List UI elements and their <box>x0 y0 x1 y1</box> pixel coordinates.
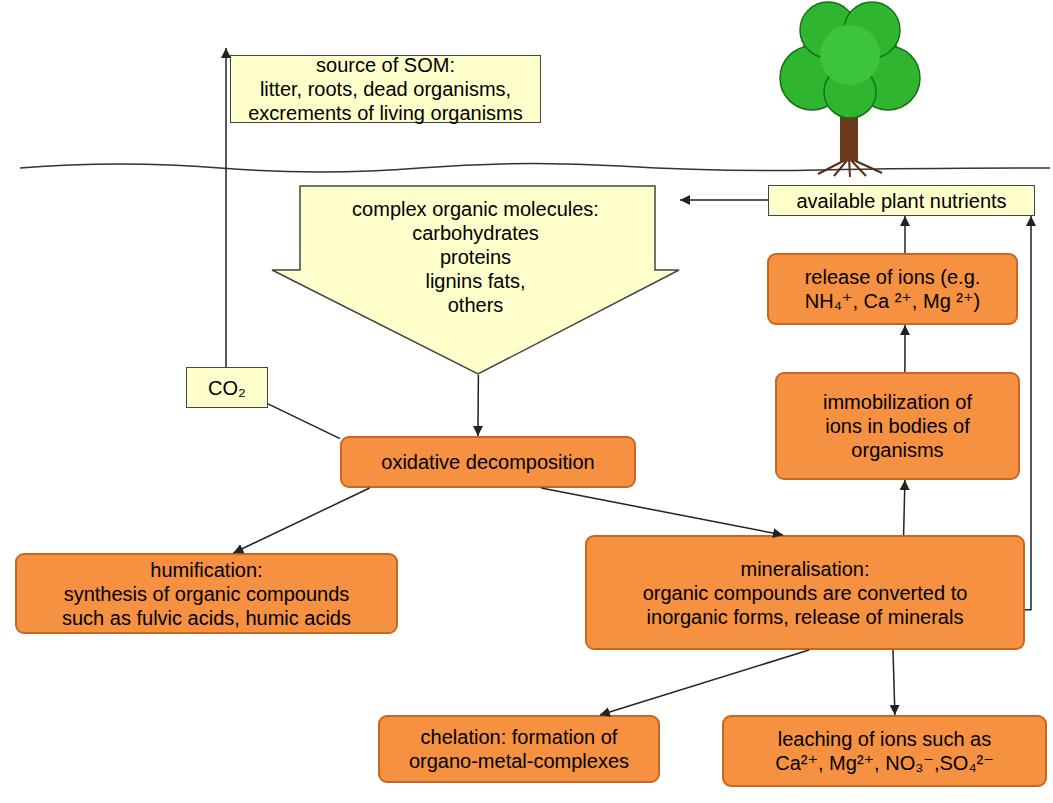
co2-release-arrow <box>225 48 227 367</box>
process-box: chelation: formation of organo-metal-com… <box>378 715 660 783</box>
node-text: organic compounds are converted to inorg… <box>630 581 980 629</box>
node-text: immobilization of ions in bodies of orga… <box>823 390 973 462</box>
node-text: oxidative decomposition <box>381 450 594 474</box>
arrow-polygon <box>272 186 679 374</box>
node-text: leaching of ions such as Ca²⁺, Mg²⁺, NO₃… <box>759 727 1011 775</box>
node-text: chelation: formation of organo-metal-com… <box>399 725 639 773</box>
ground-line <box>20 163 1050 172</box>
flow-arrow <box>541 488 783 535</box>
node-heading: source of SOM: <box>316 53 455 77</box>
flow-arrow <box>904 480 905 535</box>
tree-foliage <box>820 25 880 85</box>
flow-arrow <box>893 650 895 715</box>
gas-box: CO₂ <box>186 367 268 408</box>
process-box: release of ions (e.g. NH₄⁺, Ca ²⁺, Mg ²⁺… <box>767 253 1018 325</box>
process-box: humification:synthesis of organic compou… <box>15 553 398 634</box>
node-text: carbohydrates proteins lignins fats, oth… <box>410 221 542 317</box>
flow-arrow <box>600 650 809 715</box>
node-text: release of ions (e.g. NH₄⁺, Ca ²⁺, Mg ²⁺… <box>787 265 999 313</box>
nutrient-box: available plant nutrients <box>768 185 1035 216</box>
input-arrow-shape: complex organic molecules:carbohydrates … <box>271 185 680 375</box>
flow-arrow <box>680 199 768 201</box>
node-heading: mineralisation: <box>741 557 870 581</box>
flow-arrow <box>233 488 369 553</box>
process-box: leaching of ions such as Ca²⁺, Mg²⁺, NO₃… <box>722 715 1047 787</box>
node-heading: humification: <box>150 558 262 582</box>
node-text: CO₂ <box>208 376 246 400</box>
process-box: mineralisation:organic compounds are con… <box>585 535 1025 650</box>
tree-illustration <box>780 2 920 177</box>
process-box: oxidative decomposition <box>340 436 636 488</box>
process-box: immobilization of ions in bodies of orga… <box>775 372 1020 480</box>
flow-arrow <box>904 325 906 372</box>
flow-arrow <box>477 375 479 436</box>
flow-arrow <box>904 216 906 253</box>
node-text: synthesis of organic compounds such as f… <box>47 582 367 630</box>
flow-arrow <box>1025 216 1031 610</box>
source-box: source of SOM:litter, roots, dead organi… <box>230 55 541 123</box>
node-heading: complex organic molecules: <box>352 197 599 221</box>
flow-arrow <box>268 404 340 439</box>
node-text: litter, roots, dead organisms, excrement… <box>233 77 538 125</box>
node-text: available plant nutrients <box>796 189 1006 213</box>
